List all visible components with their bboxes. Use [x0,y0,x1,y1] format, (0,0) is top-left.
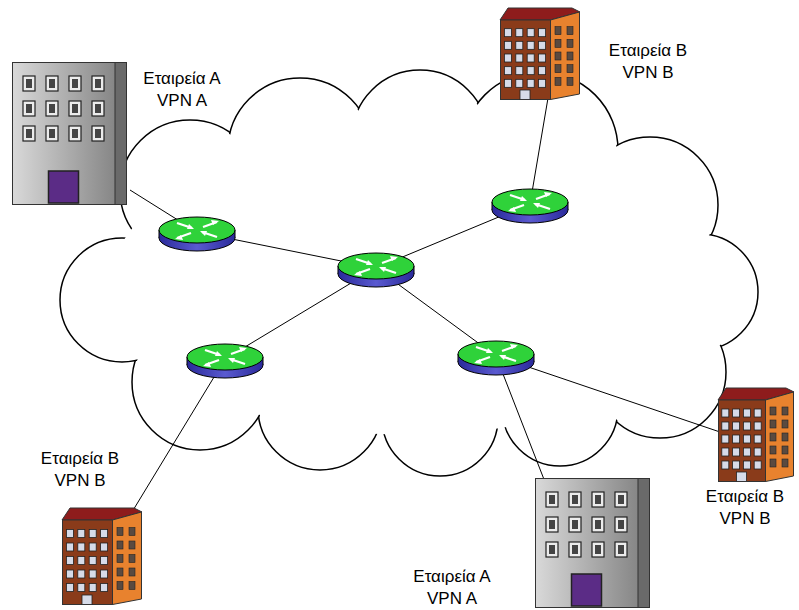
site-label: Εταιρεία ΒVPN B [706,486,784,530]
company-name: Εταιρεία Β [41,448,119,470]
company-name: Εταιρεία Α [143,68,220,90]
router [458,341,534,375]
company-site: Εταιρεία ΒVPN B [500,8,580,100]
router [187,344,263,378]
site-label: Εταιρεία ΑVPN A [413,566,490,610]
cloud [60,70,758,476]
building-icon [535,478,650,608]
site-label: Εταιρεία ΒVPN B [41,448,119,492]
vpn-name: VPN B [609,62,687,84]
vpn-name: VPN B [41,470,119,492]
router [338,253,414,287]
network-links [130,98,720,512]
vpn-name: VPN B [706,508,784,530]
building-icon [12,62,127,205]
site-label: Εταιρεία ΒVPN B [609,40,687,84]
company-name: Εταιρεία Β [706,486,784,508]
vpn-name: VPN A [143,90,220,112]
building-icon [62,508,142,605]
company-site: Εταιρεία ΒVPN B [62,508,142,605]
routers [159,189,568,378]
vpn-name: VPN A [413,588,490,610]
company-name: Εταιρεία Α [413,566,490,588]
router [159,217,235,251]
company-site: Εταιρεία ΒVPN B [718,388,794,482]
company-name: Εταιρεία Β [609,40,687,62]
building-icon [500,8,580,100]
router [492,189,568,223]
company-site: Εταιρεία ΑVPN A [535,478,650,608]
company-site: Εταιρεία ΑVPN A [12,62,127,205]
building-icon [718,388,794,482]
site-label: Εταιρεία ΑVPN A [143,68,220,112]
